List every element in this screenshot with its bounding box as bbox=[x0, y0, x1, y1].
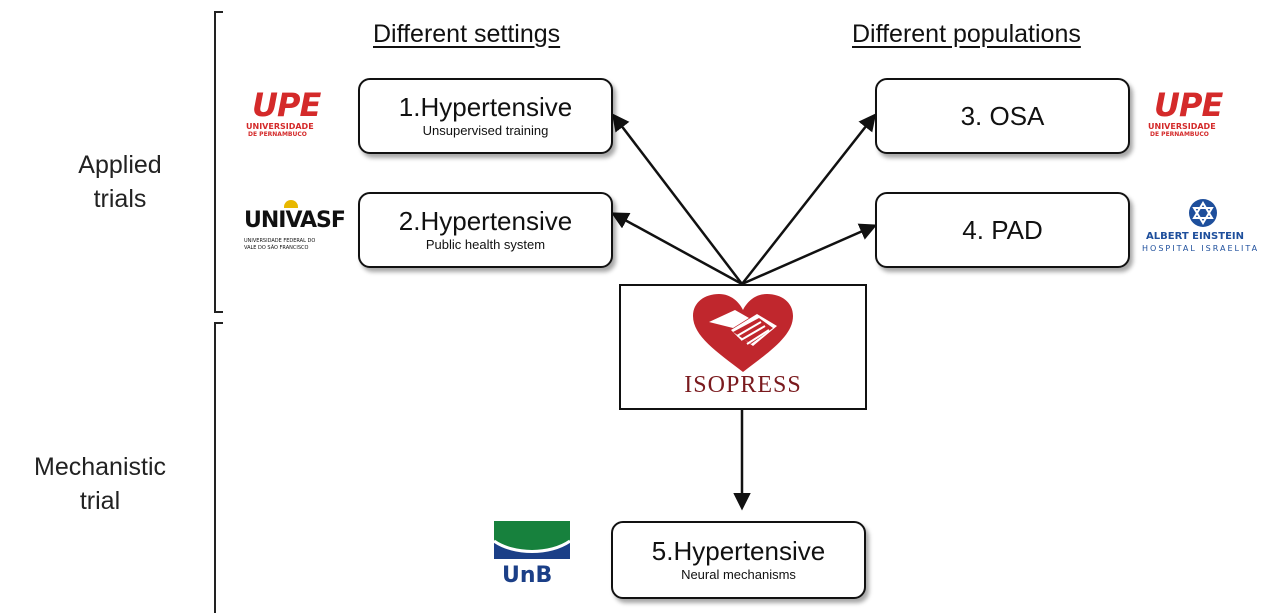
upe-left-line1: UNIVERSIDADE bbox=[246, 122, 314, 131]
unb-mark: UnB bbox=[502, 563, 553, 588]
einstein-line1: ALBERT EINSTEIN bbox=[1146, 231, 1244, 242]
upe-right-line1: UNIVERSIDADE bbox=[1148, 122, 1216, 131]
box-5-hypertensive: 5.Hypertensive Neural mechanisms bbox=[611, 521, 866, 599]
box-5-title: 5.Hypertensive bbox=[651, 536, 826, 566]
box-1-hypertensive: 1.Hypertensive Unsupervised training bbox=[358, 78, 613, 154]
box-3-title: 3. OSA bbox=[960, 101, 1045, 131]
box-1-title: 1.Hypertensive bbox=[398, 92, 573, 122]
applied-bracket bbox=[214, 11, 223, 313]
univasf-line2: VALE DO SÃO FRANCISCO bbox=[244, 245, 309, 251]
star-of-david-icon bbox=[1189, 199, 1217, 227]
upe-logo-left: UPE UNIVERSIDADE DE PERNAMBUCO bbox=[246, 86, 338, 142]
upe-logo-right: UPE UNIVERSIDADE DE PERNAMBUCO bbox=[1148, 86, 1240, 142]
box-1-subtitle: Unsupervised training bbox=[422, 123, 549, 138]
mechanistic-trial-label: Mechanistic trial bbox=[34, 453, 166, 515]
box-2-subtitle: Public health system bbox=[425, 237, 546, 252]
arrow-to-box-4 bbox=[741, 223, 878, 286]
unb-logo: UnB bbox=[492, 521, 572, 591]
box-2-hypertensive: 2.Hypertensive Public health system bbox=[358, 192, 613, 268]
box-4-title: 4. PAD bbox=[962, 215, 1043, 245]
applied-trials-label: Applied trials bbox=[78, 151, 162, 213]
einstein-line2: HOSPITAL ISRAELITA bbox=[1142, 244, 1260, 253]
isopress-name: ISOPRESS bbox=[684, 372, 802, 398]
arrow-to-box-2 bbox=[610, 212, 743, 286]
mechanistic-bracket bbox=[214, 322, 223, 613]
upe-right-mark: UPE bbox=[1154, 86, 1223, 124]
arrow-to-box-1 bbox=[611, 113, 743, 285]
upe-left-mark: UPE bbox=[252, 86, 321, 124]
upe-left-line2: DE PERNAMBUCO bbox=[248, 131, 307, 138]
univasf-sun-icon bbox=[284, 200, 298, 208]
arrow-to-box-3 bbox=[741, 113, 877, 285]
box-3-osa: 3. OSA bbox=[875, 78, 1130, 154]
box-4-pad: 4. PAD bbox=[875, 192, 1130, 268]
univasf-line1: UNIVERSIDADE FEDERAL DO bbox=[244, 238, 316, 244]
einstein-logo: ALBERT EINSTEIN HOSPITAL ISRAELITA bbox=[1142, 198, 1267, 260]
box-2-title: 2.Hypertensive bbox=[398, 206, 573, 236]
isopress-box: ISOPRESS bbox=[619, 284, 867, 410]
upe-right-line2: DE PERNAMBUCO bbox=[1150, 131, 1209, 138]
heading-different-settings: Different settings bbox=[373, 20, 561, 48]
univasf-mark: UNIVASF bbox=[244, 208, 346, 233]
heart-handshake-icon bbox=[693, 294, 793, 372]
heading-different-populations: Different populations bbox=[852, 20, 1081, 48]
box-5-subtitle: Neural mechanisms bbox=[681, 567, 796, 582]
unb-emblem-icon bbox=[494, 521, 570, 559]
univasf-logo: UNIVASF UNIVERSIDADE FEDERAL DO VALE DO … bbox=[244, 198, 346, 260]
